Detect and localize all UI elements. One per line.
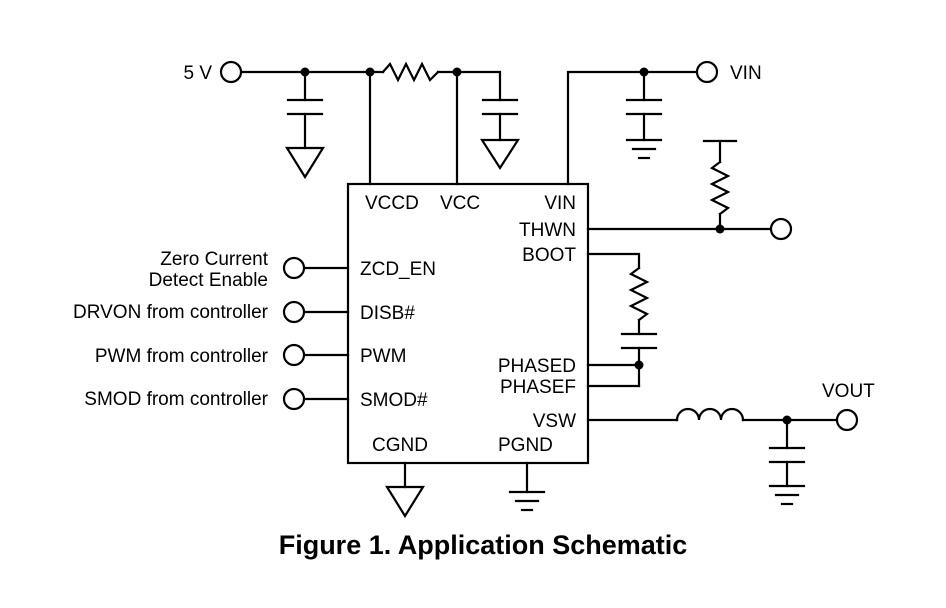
pin-vccd: VCCD xyxy=(365,193,419,214)
output-network xyxy=(586,407,838,506)
pgnd-ground xyxy=(508,461,546,512)
ic-body xyxy=(346,182,590,465)
pin-phased: PHASED xyxy=(498,356,576,377)
decoupling-capacitor-vcc xyxy=(479,98,521,171)
decoupling-capacitor-5v xyxy=(285,70,325,180)
terminal-drvon xyxy=(282,300,306,324)
terminal-5v xyxy=(219,60,243,84)
label-drvon: DRVON from controller xyxy=(73,302,269,323)
pin-disb: DISB# xyxy=(360,303,415,324)
figure-caption: Figure 1. Application Schematic xyxy=(279,530,688,560)
pin-vcc: VCC xyxy=(440,193,480,214)
pin-vsw: VSW xyxy=(533,411,576,432)
terminal-vin xyxy=(695,60,719,84)
boot-network xyxy=(586,252,658,388)
thwn-network xyxy=(586,139,772,234)
terminal-zcd xyxy=(282,256,306,280)
pin-phasef: PHASEF xyxy=(500,377,576,398)
terminal-thwn xyxy=(769,217,793,241)
label-smod-input: SMOD from controller xyxy=(84,389,268,410)
pin-pgnd: PGND xyxy=(498,435,553,456)
label-zcd-line2: Detect Enable xyxy=(149,270,268,291)
pin-pwm: PWM xyxy=(360,346,406,367)
label-pwm-input: PWM from controller xyxy=(95,346,269,367)
pin-boot: BOOT xyxy=(522,245,576,266)
terminal-pwm xyxy=(282,343,306,367)
label-vout: VOUT xyxy=(822,381,875,402)
pin-cgnd: CGND xyxy=(372,435,428,456)
terminal-smod xyxy=(282,387,306,411)
pin-thwn: THWN xyxy=(519,220,576,241)
label-zcd-line1: Zero Current xyxy=(160,249,268,270)
cgnd-ground xyxy=(385,461,425,519)
pin-smod: SMOD# xyxy=(360,390,428,411)
label-5v: 5 V xyxy=(183,63,212,84)
five-v-rail xyxy=(239,61,502,186)
pin-zcd-en: ZCD_EN xyxy=(360,259,436,280)
label-vin: VIN xyxy=(730,63,762,84)
pin-vin: VIN xyxy=(544,193,576,214)
input-wires xyxy=(302,266,350,401)
terminal-vout xyxy=(835,408,859,432)
vin-rail xyxy=(566,67,699,186)
